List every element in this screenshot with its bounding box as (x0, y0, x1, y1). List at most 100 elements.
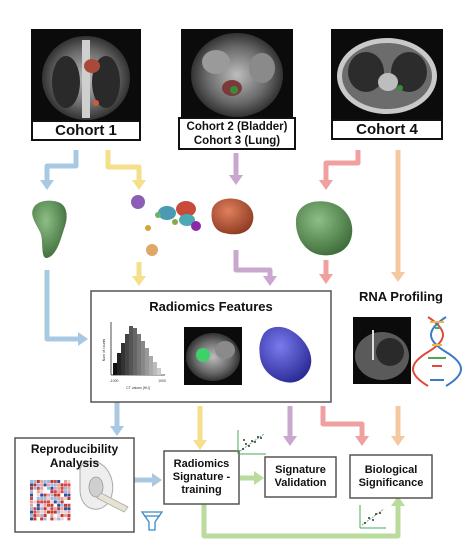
heatmap-cell (47, 503, 50, 507)
ct-scan-cohort-2-3 (181, 29, 293, 117)
arrowhead-purple-1 (229, 175, 243, 185)
heatmap-cell (57, 497, 61, 500)
heatmap-cell (43, 517, 47, 521)
heatmap-cell (30, 483, 33, 487)
flow-arrows (40, 150, 405, 539)
arrowhead-blue-4 (152, 473, 162, 487)
heatmap-cell (47, 500, 50, 504)
training-frame (163, 450, 240, 505)
heatmap-cell (53, 517, 57, 521)
heatmap-cell (60, 497, 64, 500)
arrowhead-yellow-1 (132, 180, 146, 190)
scatter-plot-icon-bottom (359, 505, 386, 529)
heatmap-cell (43, 507, 47, 511)
histogram-tick-left: -1000 (110, 379, 119, 383)
heatmap-cell (43, 490, 47, 494)
heatmap-cell (36, 507, 40, 511)
heatmap-cell (33, 483, 37, 487)
heatmap-cell (64, 486, 67, 490)
heatmap-cell (30, 493, 33, 497)
heatmap-cell (50, 490, 54, 494)
heatmap-cell (36, 503, 40, 507)
heatmap-cell (33, 503, 37, 507)
heatmap-cell (57, 500, 61, 504)
heatmap-cell (53, 497, 57, 500)
heatmap-cell (30, 480, 33, 483)
heatmap-cell (50, 493, 54, 497)
heatmap-cell (30, 503, 33, 507)
tumor-shape-cohort-2 (211, 198, 254, 235)
cohort-3-label-text: Cohort 3 (Lung) (193, 135, 281, 147)
heatmap-cell (33, 510, 37, 514)
heatmap-cell (60, 490, 64, 494)
ct-scanner-icon (79, 460, 129, 513)
heatmap-cell (50, 517, 54, 521)
heatmap-cell (33, 500, 37, 504)
heatmap-cell (60, 500, 64, 504)
ct-scan-cohort-1 (31, 29, 141, 122)
arrowhead-red-1 (319, 180, 333, 190)
heatmap-cell (47, 510, 50, 514)
heatmap-cell (50, 483, 54, 487)
reproducibility-label-line-1: Reproducibility (30, 442, 119, 456)
histogram-x-label: CT values [HU] (126, 386, 150, 390)
heatmap-cell (47, 490, 50, 494)
reproducibility-heatmap (30, 480, 71, 521)
arrow-red-to-tumor (323, 150, 361, 180)
arrowhead-orange-1 (391, 272, 405, 282)
heatmap-cell (36, 497, 40, 500)
heatmap-cell (33, 493, 37, 497)
heatmap-cell (43, 500, 47, 504)
heatmap-cell (43, 510, 47, 514)
reproducibility-label-line-2: Analysis (49, 456, 100, 470)
heatmap-cell (67, 480, 71, 483)
arrowhead-purple-3 (283, 436, 297, 446)
heatmap-cell (40, 503, 44, 507)
arrow-blue-to-radiomics (44, 270, 78, 342)
dna-helix-icon (412, 316, 462, 387)
heatmap-cell (36, 490, 40, 494)
heatmap-cell (40, 490, 44, 494)
radiomics-features-title: Radiomics Features (149, 299, 273, 314)
histogram-y-label: Num of counts (102, 338, 106, 361)
heatmap-cell (64, 500, 67, 504)
heatmap-cell (36, 517, 40, 521)
heatmap-cell (64, 480, 67, 483)
heatmap-cell (53, 486, 57, 490)
training-label-line-2: Signature - (172, 471, 231, 483)
cohort-4-label-text: Cohort 4 (356, 121, 418, 138)
heatmap-cell (53, 500, 57, 504)
heatmap-cell (36, 500, 40, 504)
heatmap-cell (47, 507, 50, 511)
arrowhead-red-2 (319, 274, 333, 284)
heatmap-cell (53, 490, 57, 494)
biological-significance-label: Biological Significance (350, 455, 432, 498)
heatmap-cell (64, 497, 67, 500)
heatmap-cell (53, 503, 57, 507)
heatmap-cell (67, 490, 71, 494)
heatmap-cell (40, 480, 44, 483)
heatmap-cell (67, 500, 71, 504)
validation-label-line-2: Validation (274, 477, 327, 489)
heatmap-cell (30, 514, 33, 517)
heatmap-cell (53, 514, 57, 517)
arrowhead-orange-2 (391, 436, 405, 446)
heatmap-cell (40, 493, 44, 497)
heatmap-cell (53, 510, 57, 514)
heatmap-cell (57, 503, 61, 507)
ct-slice-segmented (184, 327, 242, 385)
heatmap-cell (30, 497, 33, 500)
heatmap-cell (57, 483, 61, 487)
heatmap-cell (64, 483, 67, 487)
heatmap-cell (50, 500, 54, 504)
biological-label-line-1: Biological (364, 463, 418, 476)
heatmap-cell (57, 514, 61, 517)
arrowhead-red-3 (355, 436, 369, 446)
arrowhead-green-1 (254, 471, 264, 485)
heatmap-cell (40, 510, 44, 514)
heatmap-cell (53, 480, 57, 483)
heatmap-cell (57, 486, 61, 490)
heatmap-cell (47, 486, 50, 490)
arrow-red-to-biological (320, 406, 365, 436)
